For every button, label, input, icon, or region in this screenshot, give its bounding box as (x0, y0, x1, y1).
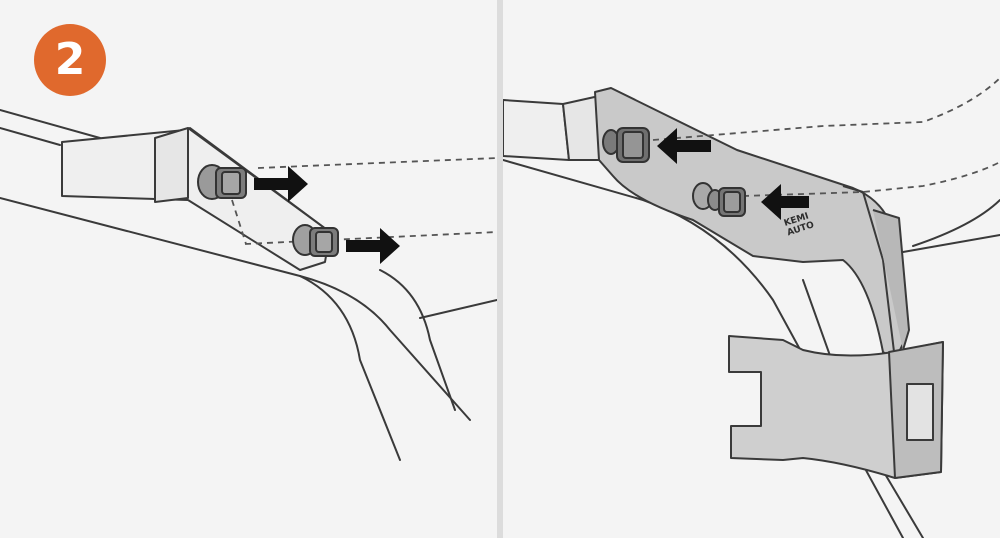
arrow-left-upper (657, 128, 711, 164)
bolt-upper (602, 127, 650, 163)
pillar-edge-inner (379, 269, 456, 411)
arrows-out (254, 166, 400, 264)
a-pillar-line (0, 127, 61, 146)
arrow-left-lower (761, 184, 809, 220)
left-illustration (0, 109, 497, 461)
arrow-right-lower (346, 228, 400, 264)
arrow-right-upper (254, 166, 308, 202)
right-illustration: KEMI AUTO (503, 77, 1000, 538)
step-number-badge: 2 (34, 24, 106, 96)
guide-lines (231, 157, 497, 245)
door-line (419, 299, 497, 319)
roof-edge-lower (0, 197, 471, 421)
original-mount (503, 95, 600, 161)
windshield-curve (912, 199, 1000, 247)
bolt-lower (292, 224, 339, 257)
bolt-lower (692, 182, 746, 217)
guide-lines (652, 77, 1000, 197)
panel-divider (497, 0, 503, 538)
door-line (902, 234, 1000, 253)
panel-install-bracket: KEMI AUTO (503, 0, 1000, 538)
arrows-in (657, 128, 809, 220)
bolt-upper (197, 164, 247, 200)
roof-edge (0, 109, 101, 139)
pillar-edge-outer (299, 275, 401, 461)
panel-remove-bolts: 2 (0, 0, 497, 538)
mirror-clamp (728, 335, 944, 479)
